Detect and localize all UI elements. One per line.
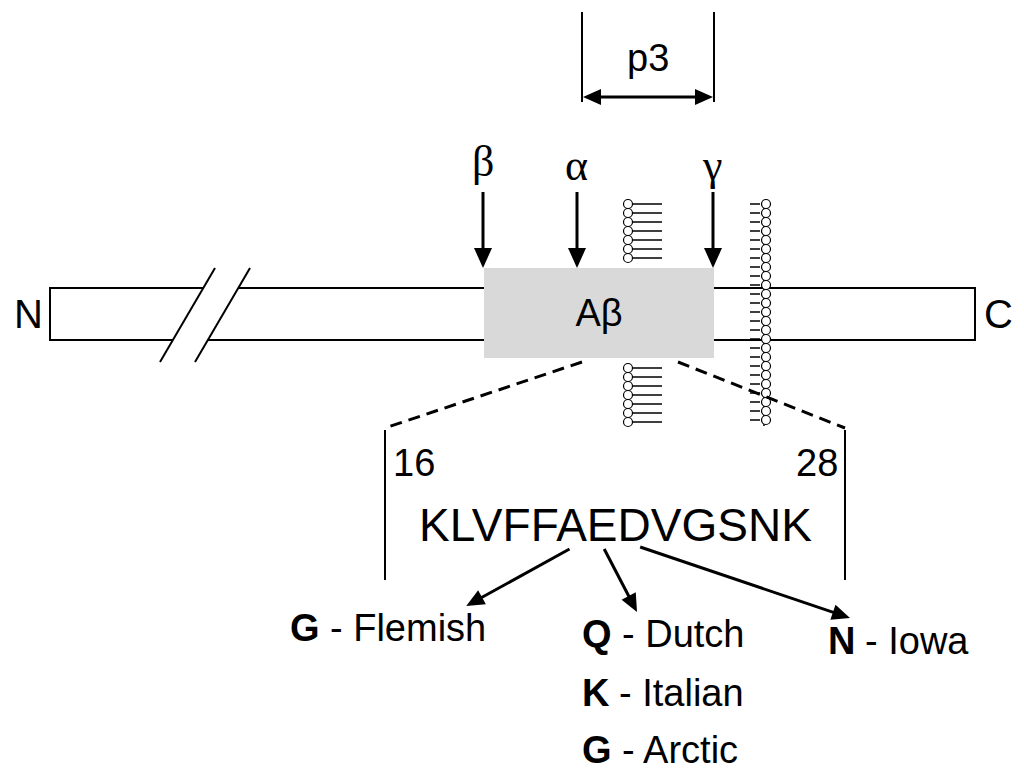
lipid-head — [624, 364, 633, 373]
lipid-head — [624, 254, 633, 263]
mutation-residue: Q — [582, 615, 612, 653]
mutation-residue: N — [828, 622, 855, 660]
lipid-head — [762, 416, 771, 425]
lipid-head — [762, 308, 771, 317]
lipid-head — [762, 407, 771, 416]
arrow-head — [466, 590, 486, 606]
lipid-head — [762, 353, 771, 362]
mutation-arrow — [640, 547, 835, 613]
lipid-head — [762, 299, 771, 308]
mutation-name: - Dutch — [622, 615, 744, 653]
abeta-region: Aβ — [484, 268, 714, 358]
lipid-head — [624, 200, 633, 209]
break-mark — [195, 268, 250, 362]
cleavage-arrow — [576, 192, 579, 252]
lipid-head — [762, 389, 771, 398]
lipid-head — [762, 227, 771, 236]
lipid-head — [624, 373, 633, 382]
arrow-head — [474, 248, 492, 268]
mutation-arrow — [604, 549, 629, 598]
mutation-name: - Flemish — [330, 609, 486, 647]
lipid-head — [624, 418, 633, 427]
lipid-head — [762, 218, 771, 227]
mutation-residue: G — [582, 731, 612, 769]
lipid-head — [762, 281, 771, 290]
residue-number: 28 — [796, 444, 838, 482]
lipid-head — [624, 391, 633, 400]
fragment-label: p3 — [627, 39, 669, 77]
lipid-head — [624, 236, 633, 245]
break-gap — [160, 268, 250, 362]
lipid-head — [624, 400, 633, 409]
lipid-head — [762, 272, 771, 281]
arrow-head — [695, 89, 713, 105]
lipid-head — [762, 335, 771, 344]
mutation-residue: K — [582, 674, 609, 712]
secretase-label: α — [565, 144, 588, 188]
lipid-head — [762, 200, 771, 209]
cleavage-arrow — [712, 192, 715, 252]
lipid-head — [624, 382, 633, 391]
secretase-label: β — [472, 140, 494, 184]
zoom-line — [678, 362, 845, 428]
zoom-line — [385, 362, 582, 428]
region-label: Aβ — [575, 294, 622, 332]
arrow-head — [568, 248, 586, 268]
mutation-residue: G — [290, 609, 320, 647]
lipid-head — [762, 245, 771, 254]
cleavage-arrow — [482, 192, 485, 252]
arrow-head — [583, 89, 601, 105]
arrow-head — [704, 248, 722, 268]
lipid-head — [762, 326, 771, 335]
lipid-head — [762, 290, 771, 299]
lipid-head — [624, 227, 633, 236]
lipid-head — [762, 371, 771, 380]
lipid-head — [762, 344, 771, 353]
mutation-name: - Arctic — [622, 731, 738, 769]
terminus-label: N — [14, 294, 43, 334]
break-mark — [160, 268, 215, 362]
lipid-head — [624, 218, 633, 227]
lipid-head — [624, 209, 633, 218]
bracket-line — [581, 12, 583, 102]
lipid-head — [762, 263, 771, 272]
lipid-head — [762, 362, 771, 371]
arrow-head — [622, 592, 637, 612]
lipid-head — [762, 236, 771, 245]
residue-number: 16 — [393, 444, 435, 482]
terminus-label: C — [984, 294, 1013, 334]
bracket-line — [844, 430, 846, 580]
bracket-line — [713, 12, 715, 102]
lipid-head — [762, 209, 771, 218]
mutation-name: - Iowa — [865, 622, 968, 660]
sequence: KLVFFAEDVGSNK — [419, 502, 812, 548]
secretase-label: γ — [703, 144, 722, 188]
mutation-name: - Italian — [619, 674, 744, 712]
mutation-arrow — [480, 549, 569, 598]
arrow-head — [830, 605, 850, 620]
lipid-head — [624, 245, 633, 254]
lipid-head — [624, 409, 633, 418]
lipid-head — [762, 254, 771, 263]
bracket-line — [384, 430, 386, 580]
span-arrow — [598, 96, 698, 99]
lipid-head — [762, 317, 771, 326]
lipid-head — [762, 380, 771, 389]
